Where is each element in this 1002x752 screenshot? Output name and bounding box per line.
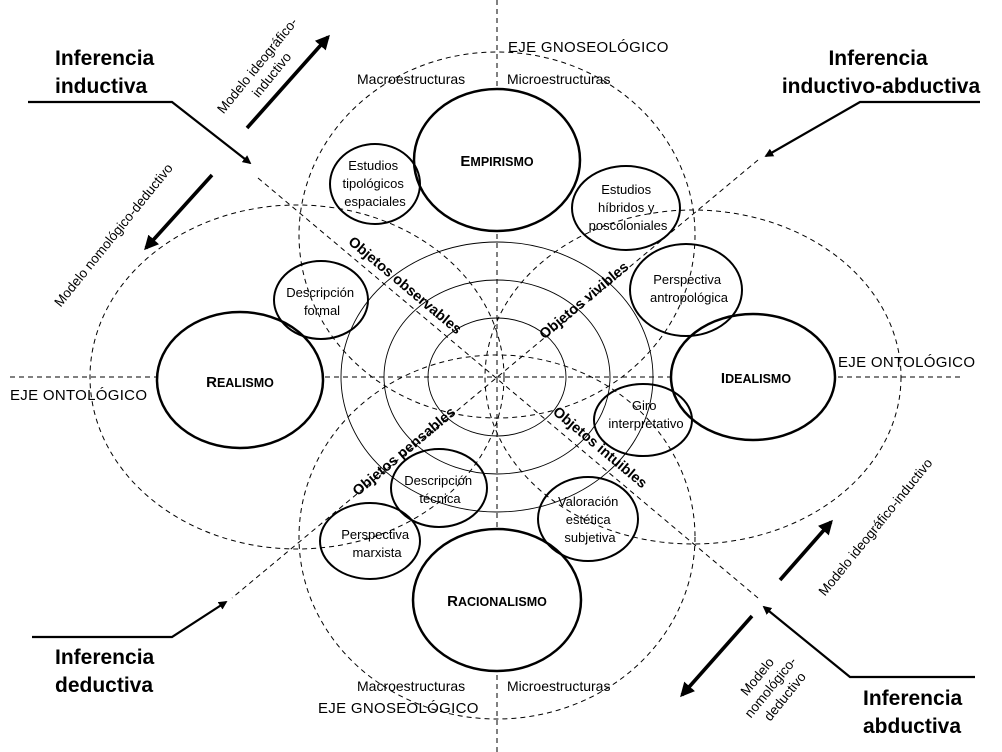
paradigm-idealismo: IDEALISMO xyxy=(669,312,837,442)
arrow-nomologico-bottom xyxy=(680,614,754,698)
bubble-marxista xyxy=(319,502,421,580)
paradigm-empirismo: EMPIRISMO xyxy=(412,87,582,233)
bubble-label-estetica: Valoración estética subjetiva xyxy=(558,494,622,545)
bubble-label-interpretativo: Giro interpretativo xyxy=(608,398,683,431)
domain-ellipse-left xyxy=(89,204,505,550)
model-label-ideografico-bottom: Modelo ideográfico-inductivo xyxy=(816,456,936,599)
concentric-rings xyxy=(340,241,654,513)
paradigm-label-idealismo: IDEALISMO xyxy=(721,370,791,387)
ring-middle xyxy=(383,279,611,475)
paradigm-label-racionalismo: RACIONALISMO xyxy=(447,593,547,610)
bubble-formal xyxy=(273,260,369,340)
approach-labels: Estudios tipológicos espaciales Estudios… xyxy=(286,158,729,560)
axis-label-gnoseologico-top: EJE GNOSEOLÓGICO xyxy=(508,39,669,56)
connector-deductiva xyxy=(32,601,228,639)
bubble-hibridos xyxy=(571,165,681,251)
paradigm-label-empirismo: EMPIRISMO xyxy=(460,153,533,170)
inference-connectors xyxy=(28,100,980,679)
axis-label-gnoseologico-bottom: EJE GNOSEOLÓGICO xyxy=(318,700,479,717)
bubble-estetica xyxy=(537,476,639,562)
bubble-antropologica xyxy=(629,243,743,337)
arrow-ideografico-top xyxy=(245,34,330,130)
bubble-label-antropologica: Perspectiva antropológica xyxy=(650,272,729,305)
domain-ellipse-right xyxy=(484,209,902,545)
inference-label-abductiva: Inferencia abductiva xyxy=(863,687,968,738)
bubble-label-hibridos: Estudios híbridos y poscoloniales xyxy=(589,182,668,233)
inference-label-inductivo-abductiva: Inferencia inductivo-abductiva xyxy=(782,47,981,98)
axis-label-ontologico-right: EJE ONTOLÓGICO xyxy=(838,354,975,371)
arrow-nomologico-top xyxy=(144,173,214,251)
bubble-interpretativo xyxy=(593,383,693,457)
bubble-tipologicos xyxy=(329,143,421,225)
domain-ellipses xyxy=(89,51,902,720)
macro-label-top: Macroestructuras xyxy=(357,71,465,87)
paradigm-label-realismo: REALISMO xyxy=(206,374,274,391)
model-arrows xyxy=(144,34,833,698)
bubble-label-formal: Descripción formal xyxy=(286,285,358,318)
diagonal-axis-nw-se xyxy=(257,177,759,599)
model-label-nomologico-bottom: Modelo nomológico- deductivo xyxy=(728,640,815,731)
connector-inductivo-abductiva xyxy=(764,100,980,157)
bubble-tecnica xyxy=(390,448,488,528)
paradigm-circle xyxy=(412,87,582,233)
paradigm-circle xyxy=(155,310,325,450)
inference-label-inductiva: Inferencia inductiva xyxy=(55,47,160,98)
bubble-label-tecnica: Descripción técnica xyxy=(404,473,476,506)
paradigm-racionalismo: RACIONALISMO xyxy=(411,527,583,673)
connector-inductiva xyxy=(28,100,252,165)
inference-label-deductiva: Inferencia deductiva xyxy=(55,646,160,697)
ring-outer xyxy=(340,241,654,513)
connector-abductiva xyxy=(762,605,975,679)
paradigm-realismo: REALISMO xyxy=(155,310,325,450)
bubble-label-marxista: Perspectiva marxista xyxy=(341,527,413,560)
axes-group xyxy=(10,0,960,752)
arrow-ideografico-bottom xyxy=(778,519,833,582)
ring-inner xyxy=(427,317,567,437)
bubble-label-tipologicos: Estudios tipológicos espaciales xyxy=(342,158,407,209)
micro-label-top: Microestructuras xyxy=(507,71,610,87)
axis-label-ontologico-left: EJE ONTOLÓGICO xyxy=(10,387,147,404)
macro-label-bottom: Macroestructuras xyxy=(357,678,465,694)
object-label-vivibles: Objetos vivibles xyxy=(537,259,632,343)
domain-ellipse-bottom xyxy=(298,354,696,720)
domain-ellipse-top xyxy=(298,51,696,419)
micro-label-bottom: Microestructuras xyxy=(507,678,610,694)
paradigm-circle xyxy=(669,312,837,442)
approach-bubbles xyxy=(273,143,743,580)
diagonal-axis-ne-sw xyxy=(231,159,759,599)
paradigm-circle xyxy=(411,527,583,673)
